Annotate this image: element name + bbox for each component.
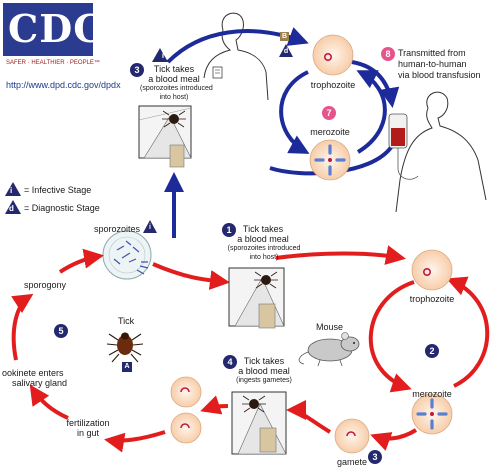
tick-body-inset-1 [261, 275, 271, 285]
merozoite-label-mouse: merozoite [412, 389, 452, 399]
step-1-note-line-2: into host) [249, 254, 279, 261]
human-host-letter: B [280, 32, 289, 41]
arrow-merozoite-to-trophozoite-mouse [446, 276, 490, 388]
infective-stage-triangle-icon-sporozoites [143, 220, 157, 233]
step-3-note-line-1: (sporozoites introduced [140, 85, 213, 92]
step-3-badge-mouse: 3 [368, 450, 382, 464]
merozoite-tetrad-mouse [416, 398, 448, 430]
step-5-badge: 5 [54, 324, 68, 338]
diagnostic-stage-symbol: d [9, 204, 14, 213]
step-3-text-line-2: a blood meal [148, 74, 200, 84]
gamete-cell [334, 418, 370, 454]
arrow-trophozoite-to-merozoite [279, 70, 310, 154]
step-1-text-line-1: Tick takes [242, 224, 284, 234]
merozoite-label-human: merozoite [310, 127, 350, 137]
arrow-tick-meal-to-gametes [200, 395, 229, 415]
mouse-label: Mouse [316, 322, 344, 332]
cdc-logo-block [3, 3, 93, 65]
step-1-badge: 1 [222, 223, 236, 237]
infective-stage-symbol: i [10, 186, 13, 195]
sporozoite-cluster [113, 240, 140, 265]
arrow-bite-to-trophozoite [275, 245, 406, 265]
step-4-text-line-2: a blood meal [238, 366, 290, 376]
human-figure-top [203, 12, 269, 101]
skin-tissue-top [169, 144, 185, 168]
trophozoite-label-human: trophozoite [310, 80, 356, 90]
tick-illustration [106, 332, 144, 363]
step-8-text-line-1: Transmitted from [398, 48, 466, 58]
arrow-ookinete-to-sporogony [11, 293, 34, 361]
step-3-badge-human: 3 [130, 63, 144, 77]
arrow-fertilization-to-ookinete [29, 384, 69, 420]
step-3-text-line-1: Tick takes [153, 64, 195, 74]
tick-body-inset-top [169, 114, 179, 124]
arrow-sporogony-to-sporozoites [58, 248, 104, 274]
tick-label: Tick [118, 316, 135, 326]
arrow-gamete-to-tick-meal [286, 400, 332, 434]
step-4-note: (ingests gametes) [236, 377, 292, 384]
step-1-text-line-2: a blood meal [237, 234, 289, 244]
cdc-tagline: SAFER · HEALTHIER · PEOPLE™ [6, 60, 100, 66]
step-2-badge: 2 [425, 344, 439, 358]
step-7-badge: 7 [322, 106, 336, 120]
step-4-text-line-1: Tick takes [243, 356, 285, 366]
infective-stage-triangle-icon [5, 182, 21, 196]
trophozoite-label-mouse: trophozoite [409, 294, 455, 304]
infective-stage-marker-human: i [161, 51, 165, 60]
step-3-note-line-2: into host) [159, 94, 189, 101]
human-figure-transfusion [395, 91, 487, 213]
arrow-trophozoite-to-merozoite-mouse [368, 280, 415, 393]
tick-host-letter: A [122, 362, 132, 372]
step-4-badge: 4 [223, 355, 237, 369]
arrow-sporozoites-to-mouse-bite [152, 262, 230, 290]
arrow-merozoite-to-gamete [370, 428, 418, 451]
cdc-logo-text: CDC [8, 6, 105, 51]
sporogony-label: sporogony [24, 280, 67, 290]
merozoite-tetrad-top [314, 144, 346, 176]
infective-stage-label: = Infective Stage [24, 185, 92, 195]
diagnostic-stage-marker-human: d [283, 48, 289, 55]
trophozoite-cell-top [312, 34, 354, 76]
gamete-cell-tick-2 [170, 412, 202, 444]
iv-tube [397, 148, 419, 180]
sporozoites-label: sporozoites [94, 224, 141, 234]
bandage [212, 66, 223, 79]
infective-stage-marker-sporozoites: i [149, 224, 151, 231]
diagnostic-stage-triangle-icon-human [279, 44, 293, 57]
gamete-cell-tick-1 [170, 376, 202, 408]
step-8-text-line-2: human-to-human [398, 59, 467, 69]
infective-stage-triangle-icon-human [152, 48, 168, 62]
arrow-to-transfusion [351, 60, 400, 108]
step-8-text-line-3: via blood transfusion [398, 70, 481, 80]
source-url[interactable]: http://www.dpd.cdc.gov/dpdx [6, 80, 121, 90]
ookinete-label-line-1: ookinete enters [2, 368, 64, 378]
step-1-note-line-1: (sporozoites introduced [227, 245, 301, 252]
fertilization-label-line-1: fertilization [66, 418, 110, 428]
ookinete-label-line-2: salivary gland [12, 378, 68, 388]
fertilization-label-line-2: in gut [76, 428, 100, 438]
diagnostic-stage-label: = Diagnostic Stage [24, 203, 100, 213]
logo-tagline-strip [3, 56, 93, 65]
arrow-merozoite-to-trophozoite [356, 70, 387, 154]
trophozoite-cell-mouse [411, 249, 453, 291]
arrow-gametes-to-fertilization [104, 430, 166, 453]
gamete-label: gamete [336, 457, 368, 467]
tick-body-inset-4 [249, 399, 259, 409]
diagnostic-stage-triangle-icon [5, 200, 21, 214]
step-8-badge: 8 [381, 47, 395, 61]
mouse-illustration [298, 332, 360, 367]
